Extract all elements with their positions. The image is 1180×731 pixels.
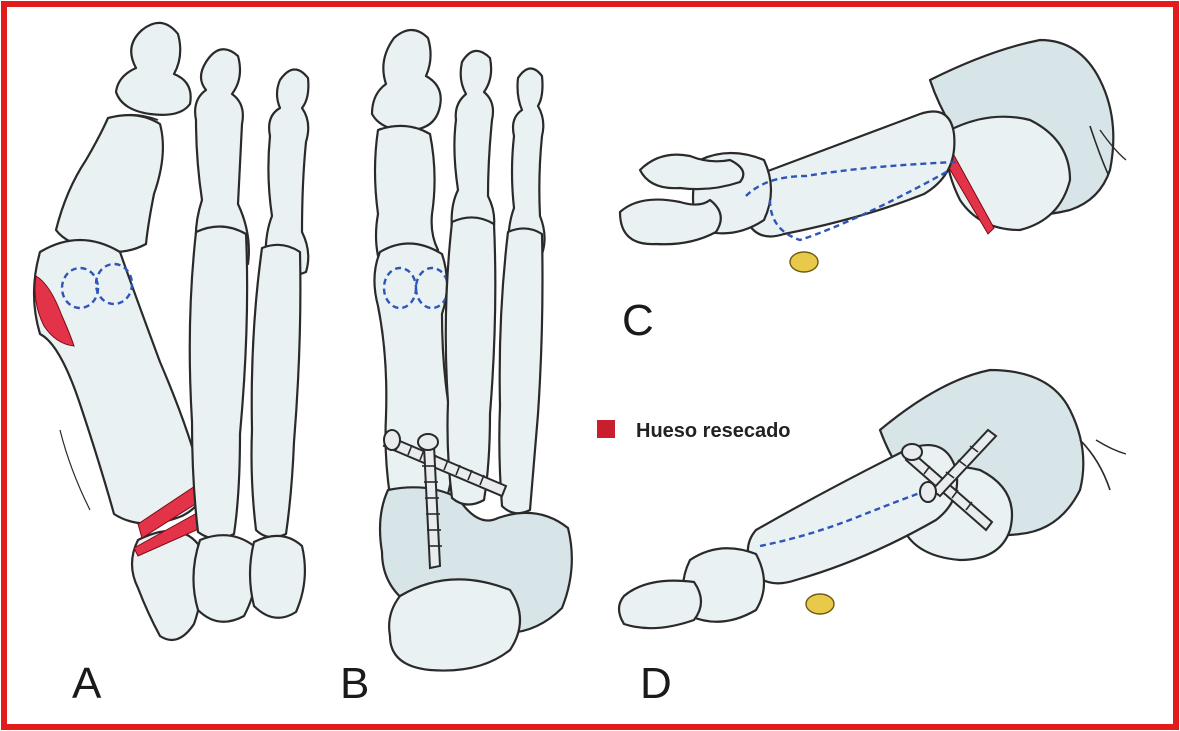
- legend-label: Hueso resecado: [636, 420, 791, 442]
- legend-swatch: [597, 420, 615, 438]
- legend: Hueso resecado: [597, 420, 791, 442]
- panel-c-lateral-foot-illustration: [620, 40, 1126, 272]
- panel-b-foot-illustration: [372, 30, 572, 671]
- panel-label-a: A: [72, 659, 102, 708]
- panel-label-d: D: [640, 659, 672, 708]
- panel-label-c: C: [622, 296, 654, 345]
- panel-label-b: B: [340, 659, 369, 708]
- panel-a-foot-illustration: [34, 23, 308, 640]
- panel-d-lateral-foot-illustration: [619, 370, 1126, 628]
